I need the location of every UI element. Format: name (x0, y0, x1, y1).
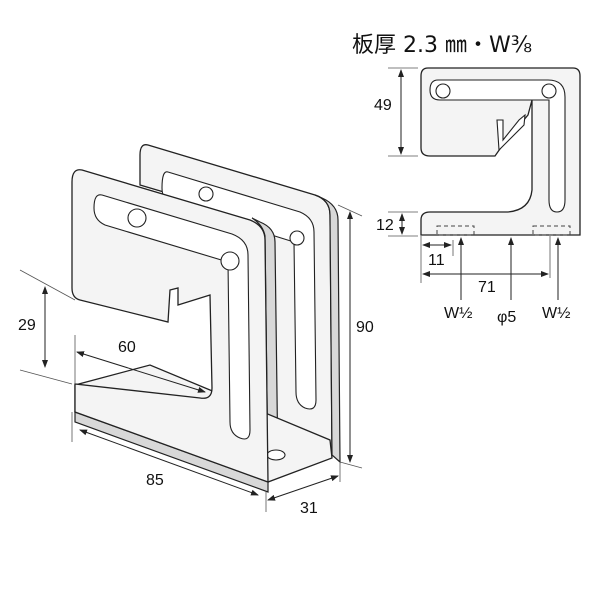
side-view: 49 12 11 71 W½ φ5 W½ (374, 67, 581, 326)
side-hole-left (435, 83, 451, 99)
dim-29: 29 (18, 317, 36, 334)
side-notch (496, 113, 526, 152)
front-hole-right (220, 251, 240, 271)
threaded-hole-right (532, 225, 571, 236)
front-hole-left (127, 208, 147, 228)
label-w-half-right: W½ (542, 305, 570, 322)
back-slot (161, 171, 317, 410)
dim-12: 12 (376, 217, 394, 234)
dim-85: 85 (146, 472, 164, 489)
spec-title: 板厚 2.3 ㎜・W⅜ (352, 33, 532, 58)
side-hole-right (541, 83, 557, 99)
dim-90: 90 (356, 319, 374, 336)
dim-31: 31 (300, 500, 318, 517)
base-hole-right (266, 449, 286, 461)
back-hole-2 (289, 230, 305, 246)
label-w-half-left: W½ (444, 305, 472, 322)
dim-11: 11 (428, 252, 445, 269)
back-hole (198, 186, 214, 202)
iso-view: 29 60 85 31 90 (18, 144, 374, 517)
dim-49: 49 (374, 97, 392, 114)
dim-60: 60 (118, 339, 136, 356)
side-profile (420, 67, 581, 236)
label-phi5: φ5 (497, 309, 516, 326)
dim-71: 71 (478, 279, 496, 296)
threaded-hole-left (436, 225, 475, 236)
